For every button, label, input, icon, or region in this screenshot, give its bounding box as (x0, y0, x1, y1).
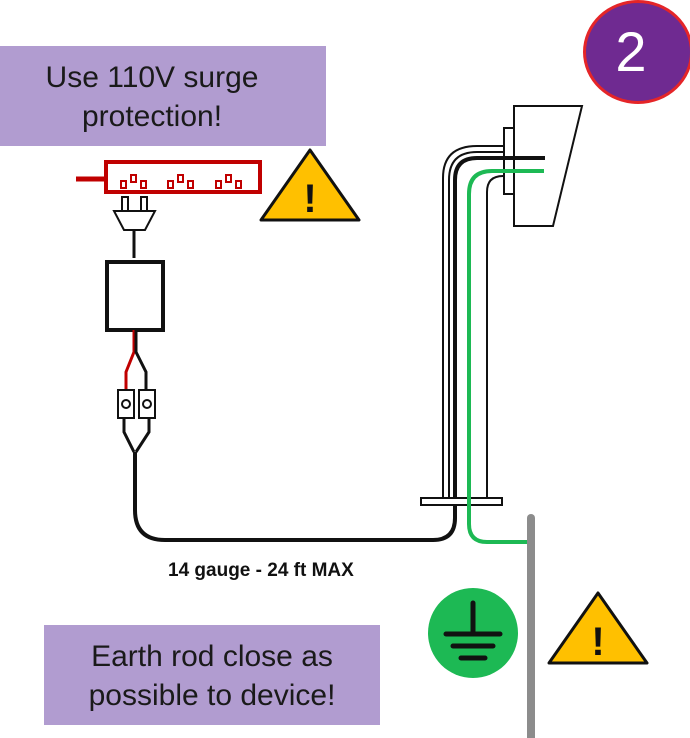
ground-symbol-icon (428, 588, 518, 678)
earth-rod-callout: Earth rod close as possible to device! (44, 625, 380, 725)
surge-protector-strip (76, 160, 262, 194)
mounting-pole (420, 145, 515, 506)
warning-triangle-icon: ! (547, 591, 649, 665)
device-housing (503, 105, 584, 227)
power-cable-inner (448, 151, 515, 500)
power-cable (133, 156, 545, 542)
surge-callout-line1: Use 110V surge (45, 61, 259, 94)
earth-callout-line1: Earth rod close as (91, 640, 333, 673)
warning-triangle-icon: ! (259, 148, 361, 222)
wall-plug (112, 196, 157, 258)
warning-symbol: ! (303, 177, 316, 221)
step-number-badge: 2 (583, 0, 690, 104)
power-supply-box (105, 260, 165, 332)
warning-symbol: ! (591, 620, 604, 664)
surge-protection-callout: Use 110V surge protection! (0, 46, 326, 146)
cable-merge-leads (122, 418, 151, 453)
cable-spec-label: 14 gauge - 24 ft MAX (168, 560, 354, 581)
terminal-connectors (117, 389, 156, 419)
ground-wire (467, 169, 544, 544)
output-leads (124, 330, 148, 390)
surge-callout-line2: protection! (81, 100, 223, 133)
earth-callout-line2: possible to device! (88, 679, 336, 712)
